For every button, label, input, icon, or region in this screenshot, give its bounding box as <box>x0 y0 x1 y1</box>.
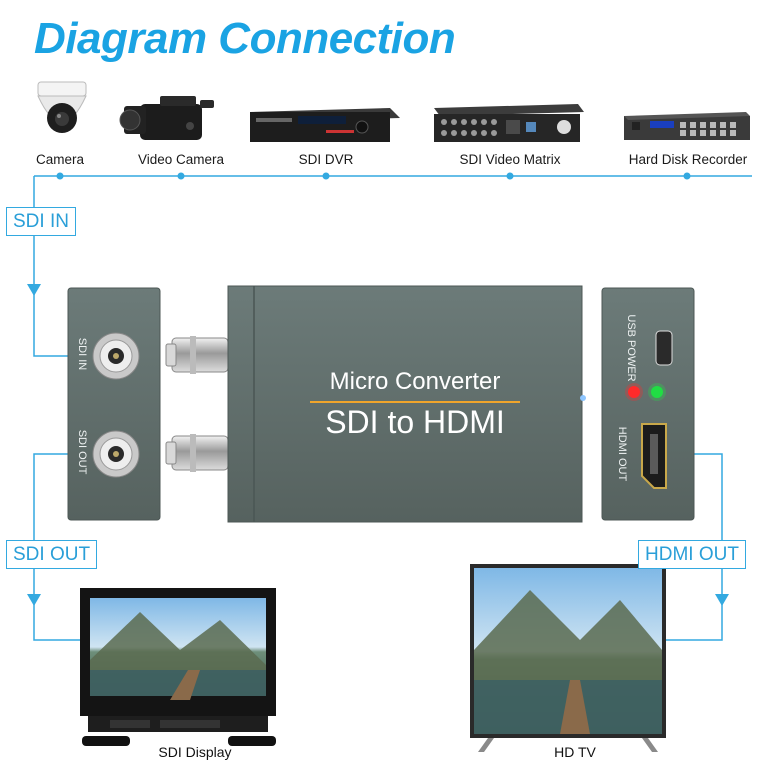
dome-camera-icon <box>37 81 87 133</box>
device-label-line2: SDI to HDMI <box>325 404 505 440</box>
disk-recorder-icon <box>624 112 750 140</box>
arrows <box>27 284 729 606</box>
hd-tv <box>470 564 666 752</box>
bus-nodes <box>56 172 691 180</box>
dvr-icon <box>250 108 400 142</box>
output-label-sdi-display: SDI Display <box>158 744 232 760</box>
port-label-sdi-in: SDI IN <box>76 337 88 371</box>
source-label-hard-disk-recorder: Hard Disk Recorder <box>628 152 748 167</box>
sdi-display-monitor <box>80 588 276 746</box>
device-body <box>227 285 586 523</box>
camcorder-icon <box>119 96 214 140</box>
bnc-connectors <box>165 336 229 472</box>
device-right-panel <box>601 287 695 521</box>
video-matrix-icon <box>434 104 584 142</box>
device-label-line1: Micro Converter <box>329 368 501 395</box>
source-label-sdi-dvr: SDI DVR <box>298 152 354 167</box>
source-label-camera: Camera <box>35 152 84 167</box>
port-label-sdi-out: SDI OUT <box>76 429 88 475</box>
port-label-usb-power: USB POWER <box>625 314 637 382</box>
tag-hdmi-out: HDMI OUT <box>638 540 746 569</box>
source-label-sdi-video-matrix: SDI Video Matrix <box>459 152 561 167</box>
device-left-panel <box>67 287 161 521</box>
tag-sdi-in: SDI IN <box>6 207 76 236</box>
tag-sdi-out: SDI OUT <box>6 540 98 569</box>
port-label-hdmi-out: HDMI OUT <box>616 426 628 482</box>
output-label-hd-tv: HD TV <box>554 744 596 760</box>
source-label-video-camera: Video Camera <box>137 152 225 167</box>
page-title: Diagram Connection <box>34 14 456 63</box>
